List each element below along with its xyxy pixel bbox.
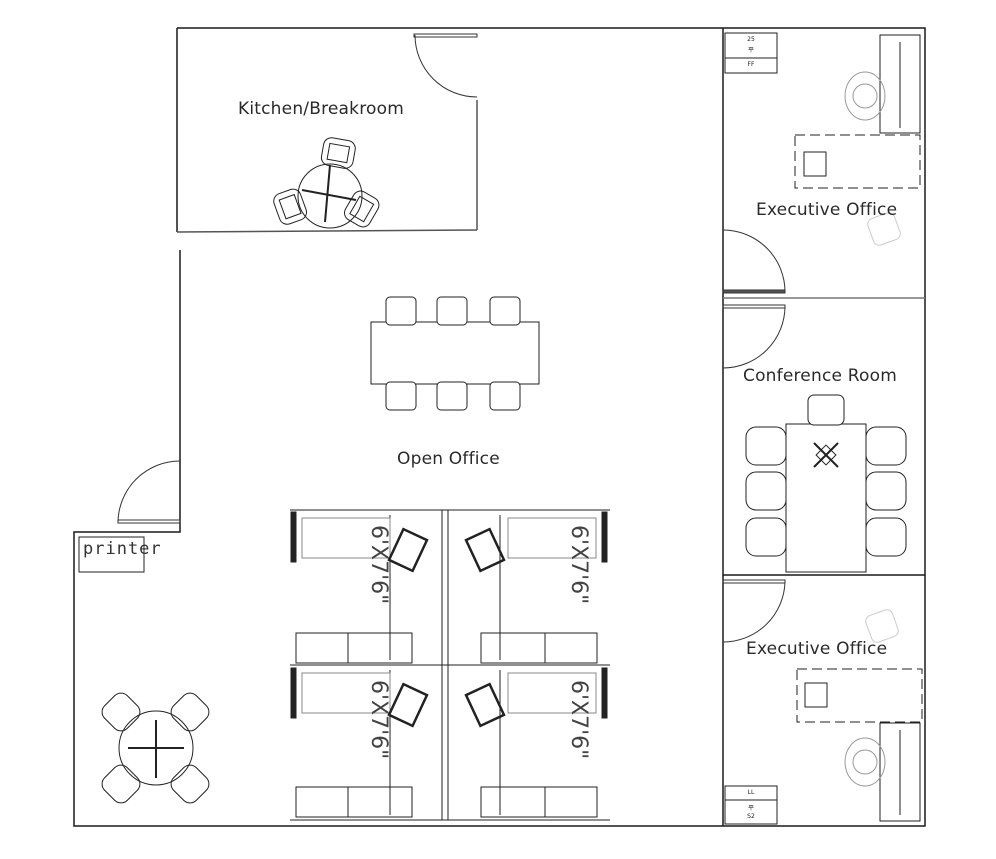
closet-tag-bottom-1: LL <box>747 789 755 796</box>
kitchen-label: Kitchen/Breakroom <box>238 99 404 119</box>
workstation-dimensions: 6'X7'6" 6'X7'6" 6'X7'6" 6'X7'6" <box>366 525 591 759</box>
closet-tag-top-3: FF <box>747 61 755 68</box>
exec-office-top-label: Executive Office <box>756 200 898 220</box>
svg-text:6'X7'6": 6'X7'6" <box>566 525 591 604</box>
closet-tag-bottom-3: S2 <box>747 813 755 820</box>
printer-label: printer <box>83 539 162 559</box>
closet-tag-top-1: 25 <box>747 36 755 43</box>
open-office-door-icon <box>117 460 181 524</box>
closet-tag-top-2: 平 <box>747 47 754 54</box>
svg-text:6'X7'6": 6'X7'6" <box>566 680 591 759</box>
kitchen-round-table <box>273 137 380 229</box>
exec-top-desk <box>724 32 921 246</box>
svg-text:6'X7'6": 6'X7'6" <box>366 680 391 759</box>
svg-text:6'X7'6": 6'X7'6" <box>366 525 391 604</box>
doors <box>117 33 786 643</box>
open-office-table <box>370 296 540 411</box>
printer-box <box>78 536 145 573</box>
exec-top-door-icon <box>722 229 786 293</box>
lounge-round-table <box>101 692 210 804</box>
kitchen-door-icon <box>414 34 478 98</box>
exec-office-bottom-label: Executive Office <box>746 639 888 659</box>
conference-room-label: Conference Room <box>743 366 897 386</box>
open-office-label: Open Office <box>397 449 500 469</box>
exec-bottom-door-icon <box>722 581 786 643</box>
conference-table <box>745 394 907 573</box>
workstation-clusters <box>290 509 610 821</box>
closet-tag-bottom-2: 平 <box>747 805 754 812</box>
exec-bottom-desk <box>724 609 923 825</box>
walls <box>73 27 926 827</box>
conference-door-icon <box>722 305 786 369</box>
